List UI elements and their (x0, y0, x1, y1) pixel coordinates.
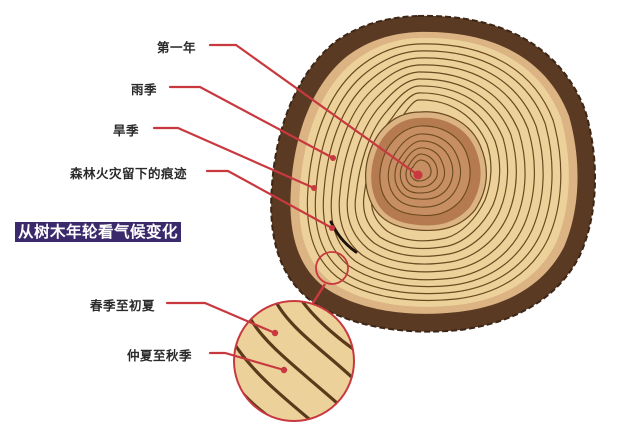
leader-dry-season (152, 126, 316, 190)
label-midsummer-autumn: 仲夏至秋季 (127, 348, 193, 363)
leader-midsummer-autumn (208, 351, 286, 372)
label-rainy-season: 雨季 (131, 82, 158, 97)
label-dry-season: 旱季 (113, 123, 140, 138)
leader-first-year (208, 43, 420, 177)
heartwood (365, 111, 487, 232)
label-first-year: 第一年 (157, 40, 197, 55)
leader-spring-early-summer (165, 301, 277, 335)
leader-lines (152, 43, 420, 372)
zoom-indicator-circle (315, 251, 349, 285)
label-fire-scar: 森林火灾留下的痕迹 (70, 166, 188, 181)
zoom-connector-line (311, 283, 327, 304)
leader-fire-scar (205, 169, 334, 230)
label-spring-early-summer: 春季至初夏 (90, 298, 156, 313)
leader-rainy-season (168, 85, 335, 160)
diagram-title: 从树木年轮看气候变化 (15, 222, 182, 242)
fire-scar (329, 220, 358, 254)
leader-endpoints (271, 155, 423, 374)
